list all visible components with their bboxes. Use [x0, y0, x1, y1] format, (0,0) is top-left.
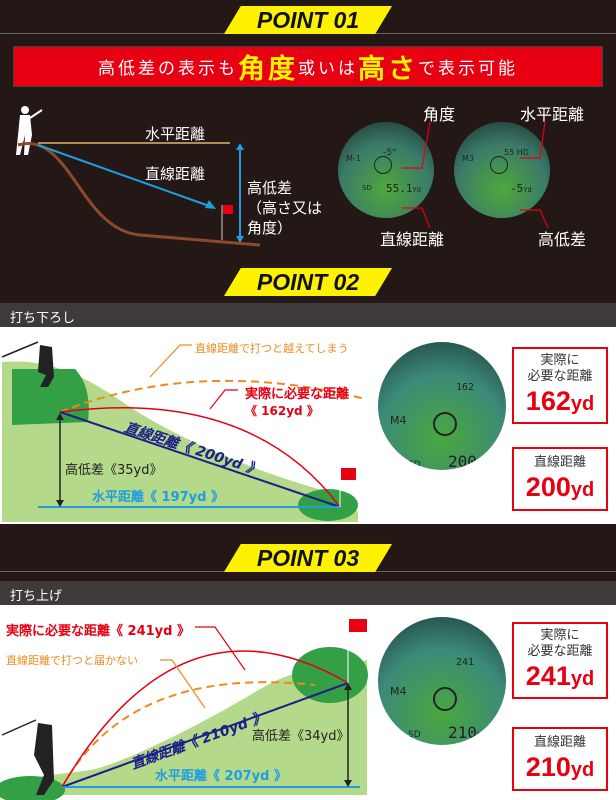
scope-view-angle: -5° M-1 SD 55.1Yd	[338, 122, 434, 218]
horizontal-distance-label: 水平距離	[520, 105, 585, 124]
slope-diagram	[16, 106, 261, 247]
actual-distance-box: 実際に必要な距離 241yd	[512, 622, 608, 699]
uphill-diagram	[0, 619, 368, 800]
scope-mode: M4	[390, 414, 407, 427]
scope-angle: -5°	[383, 148, 397, 158]
headline-text: 高低差の表示も	[98, 59, 238, 79]
straight-arrow	[37, 144, 213, 208]
actual-distance-box: 実際に必要な距離 162yd	[512, 347, 608, 424]
height-note: 角度）	[247, 219, 293, 237]
point-label: POINT 03	[224, 544, 392, 572]
callout-lines	[402, 121, 549, 229]
scope-mode: M3	[462, 154, 474, 163]
straight-distance-box: 直線距離 200yd	[512, 447, 608, 511]
point-02-banner: POINT 02	[0, 262, 616, 296]
box-value: 162yd	[525, 386, 595, 416]
box-value: 200yd	[525, 472, 595, 502]
headline-highlight-height: 高さ	[358, 54, 418, 85]
point-03-banner: POINT 03	[0, 538, 616, 572]
overshoot-label: 直線距離で打つと越えてしまう	[195, 342, 349, 355]
straight-line	[59, 411, 341, 508]
flag-icon	[341, 468, 356, 480]
box-label: 必要な距離	[527, 644, 593, 659]
scope-sd: SD	[408, 460, 421, 470]
downhill-diagram	[1, 341, 366, 522]
box-label: 実際に	[540, 353, 580, 368]
angle-label: 角度	[423, 105, 456, 124]
horizontal-distance-label: 水平距離《 197yd 》	[92, 490, 224, 505]
box-label: 直線距離	[533, 455, 586, 470]
scope-horizontal: 55 HD	[504, 148, 529, 157]
actual-trajectory	[59, 406, 341, 508]
section-header-uphill: 打ち上げ	[0, 581, 616, 605]
scope-distance: 55.1Yd	[386, 182, 421, 195]
box-value: 210yd	[525, 752, 595, 782]
crosshair-icon	[374, 156, 392, 174]
straight-distance-label: 直線距離	[380, 230, 445, 249]
headline-text: で表示可能	[418, 59, 518, 79]
point-label: POINT 02	[224, 268, 392, 296]
headline-highlight-angle: 角度	[238, 54, 298, 85]
scope-sd: SD	[408, 730, 421, 740]
scope-straight: 210Yd	[448, 723, 488, 742]
ground-line	[17, 141, 261, 247]
scope-view-horizontal: 55 HD M3 -5Yd	[454, 122, 550, 218]
headline-text: 或いは	[298, 59, 358, 79]
scope-actual: 162	[456, 382, 475, 393]
scope-straight: 200Yd	[448, 452, 488, 470]
scope-diff: -5Yd	[510, 182, 532, 195]
scope-sd: SD	[362, 184, 372, 192]
height-label: 高低差 （高さ又は角度）	[247, 178, 322, 238]
horizontal-label: 水平距離	[145, 125, 206, 143]
overshoot-trajectory	[59, 379, 366, 413]
actual-distance-label: 実際に必要な距離	[245, 387, 350, 402]
golfer-icon	[1, 719, 54, 795]
height-text: 高低差	[247, 179, 293, 197]
golfer-icon	[1, 341, 54, 387]
scope-view: 241 M4 SD 210Yd	[378, 617, 506, 745]
crosshair-icon	[433, 412, 457, 436]
straight-line	[61, 682, 349, 788]
box-label: 直線距離	[533, 735, 586, 750]
scope-mode: M-1	[346, 154, 361, 163]
scope-mode: M4	[390, 685, 407, 698]
headline-banner: 高低差の表示も角度或いは高さで表示可能	[13, 46, 603, 87]
horizontal-distance-label: 水平距離《 207yd 》	[155, 769, 287, 784]
section-header-downhill: 打ち下ろし	[0, 303, 616, 327]
box-label: 実際に	[540, 628, 580, 643]
golfer-icon	[16, 106, 43, 155]
box-label: 必要な距離	[527, 369, 593, 384]
point-01-banner: POINT 01	[0, 0, 616, 34]
height-note: （高さ又は	[247, 199, 323, 217]
height-diff-label: 高低差《34yd》	[252, 729, 350, 744]
straight-label: 直線距離	[145, 165, 206, 183]
actual-distance-label: 実際に必要な距離《 241yd 》	[6, 624, 190, 639]
short-trajectory	[61, 681, 316, 788]
scope-view: 162 M4 SD 200Yd	[378, 342, 506, 470]
uphill-panel: 実際に必要な距離《 241yd 》 直線距離で打つと届かない 直線距離《 210…	[0, 605, 616, 800]
crosshair-icon	[433, 687, 457, 711]
crosshair-icon	[490, 156, 508, 174]
point-label: POINT 01	[224, 6, 392, 34]
downhill-panel: 直線距離で打つと越えてしまう 実際に必要な距離 《 162yd 》 直線距離《 …	[0, 327, 616, 524]
short-label: 直線距離で打つと届かない	[6, 654, 138, 667]
scope-actual: 241	[456, 657, 475, 668]
height-diff-label: 高低差《35yd》	[65, 463, 163, 478]
actual-distance-value: 《 162yd 》	[245, 404, 319, 418]
height-diff-label: 高低差	[538, 230, 587, 249]
straight-distance-box: 直線距離 210yd	[512, 727, 608, 791]
box-value: 241yd	[525, 661, 595, 691]
flag-icon	[349, 619, 367, 632]
actual-trajectory	[61, 650, 349, 788]
